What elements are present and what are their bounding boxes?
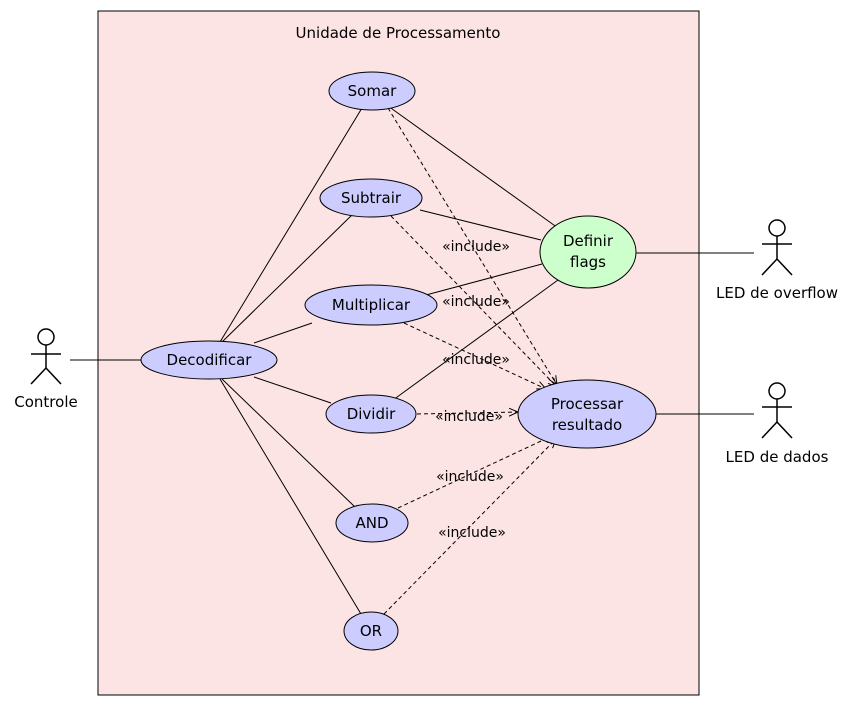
actor-leg — [45, 367, 62, 385]
include-label: «include» — [442, 294, 510, 310]
use-case-decodificar[interactable]: Decodificar — [140, 340, 278, 380]
use-case-multiplicar[interactable]: Multiplicar — [304, 284, 438, 326]
actor-leg — [761, 421, 778, 439]
use-case-label-line1: Processar — [551, 395, 624, 413]
actor-label-led-overflow: LED de overflow — [716, 284, 838, 302]
assoc-somar-flags — [387, 105, 559, 229]
assoc-decodificar-multiplicar — [253, 322, 313, 344]
use-case-label-line2: flags — [570, 253, 606, 271]
use-case-processar-resultado[interactable]: Processar resultado — [517, 379, 657, 449]
include-label: «include» — [442, 239, 510, 255]
use-case-ellipse — [335, 503, 409, 543]
assoc-dividir-flags — [392, 279, 559, 401]
include-label: «include» — [436, 469, 504, 485]
actor-label-controle: Controle — [14, 393, 77, 411]
actor-label-led-dados: LED de dados — [726, 448, 829, 466]
include-somar-processar — [387, 107, 557, 385]
use-case-ellipse — [325, 394, 417, 434]
assoc-subtrair-flags — [419, 209, 542, 241]
include-multiplicar-processar — [403, 322, 546, 389]
use-case-ellipse — [539, 215, 637, 289]
use-case-ellipse — [517, 379, 657, 449]
system-title: Unidade de Processamento — [296, 24, 501, 42]
include-subtrair-processar — [390, 215, 557, 387]
use-case-and[interactable]: AND — [335, 503, 409, 543]
use-case-or[interactable]: OR — [343, 611, 399, 651]
assoc-decodificar-somar — [219, 107, 363, 343]
actor-controle[interactable] — [30, 328, 62, 385]
include-label: «include» — [442, 352, 510, 368]
actor-leg — [776, 421, 793, 439]
use-case-label-line1: Definir — [563, 232, 614, 250]
actor-leg — [30, 367, 47, 385]
assoc-decodificar-subtrair — [221, 212, 355, 343]
actor-head — [768, 219, 786, 237]
actor-leg — [761, 258, 778, 276]
assoc-decodificar-dividir — [253, 376, 332, 404]
use-case-label: AND — [355, 514, 388, 532]
include-label: «include» — [435, 409, 503, 425]
use-case-ellipse — [140, 340, 278, 380]
actor-head — [37, 328, 55, 346]
assoc-decodificar-and — [221, 378, 356, 508]
use-case-definir-flags[interactable]: Definir flags — [539, 215, 637, 289]
include-dividir-processar — [416, 412, 518, 414]
use-case-label: OR — [360, 622, 382, 640]
use-case-somar[interactable]: Somar — [328, 71, 416, 111]
use-case-label: Multiplicar — [332, 296, 411, 314]
use-case-label: Somar — [348, 82, 398, 100]
actor-leg — [776, 258, 793, 276]
include-label: «include» — [438, 525, 506, 541]
use-case-subtrair[interactable]: Subtrair — [319, 178, 423, 218]
actor-led-overflow[interactable] — [761, 219, 793, 276]
assoc-decodificar-or — [219, 378, 362, 615]
assoc-multiplicar-flags — [425, 263, 543, 296]
use-case-ellipse — [319, 178, 423, 218]
use-case-ellipse — [343, 611, 399, 651]
use-case-label: Decodificar — [167, 351, 253, 369]
actor-led-dados[interactable] — [761, 382, 793, 439]
associations — [70, 105, 754, 615]
include-labels: «include» «include» «include» «include» … — [435, 239, 510, 541]
include-and-processar — [397, 434, 556, 509]
use-case-ellipse — [328, 71, 416, 111]
use-case-label: Subtrair — [341, 189, 402, 207]
actor-head — [768, 382, 786, 400]
use-case-dividir[interactable]: Dividir — [325, 394, 417, 434]
include-or-processar — [383, 439, 556, 615]
use-case-label-line2: resultado — [552, 416, 622, 434]
use-case-ellipse — [304, 284, 438, 326]
use-case-label: Dividir — [347, 405, 396, 423]
include-relations — [383, 107, 557, 615]
